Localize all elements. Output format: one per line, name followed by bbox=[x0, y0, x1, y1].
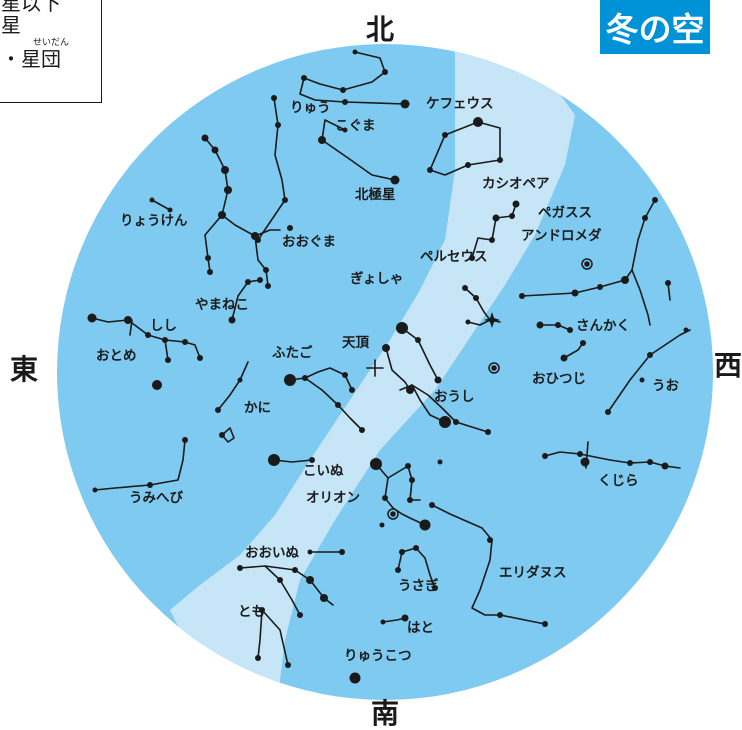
label-peruseusu: ペルセウス bbox=[420, 249, 488, 265]
label-eridanusu: エリダヌス bbox=[499, 565, 567, 581]
label-sankaku: さんかく bbox=[576, 318, 630, 334]
label-umihebi: うみへび bbox=[129, 490, 183, 506]
direction-east: 東 bbox=[10, 353, 39, 386]
legend-line-1: 星以下 bbox=[1, 0, 61, 15]
label-otome: おとめ bbox=[96, 348, 137, 364]
label-koguma: こぐま bbox=[335, 118, 376, 134]
label-koinu: こいぬ bbox=[303, 463, 344, 479]
label-yamaneko: やまねこ bbox=[195, 297, 249, 313]
label-kashiopea: カシオペア bbox=[482, 176, 550, 192]
direction-north: 北 bbox=[366, 13, 395, 46]
label-hato: はと bbox=[407, 620, 434, 636]
label-ryuu: りゅう bbox=[290, 100, 331, 116]
label-orion: オリオン bbox=[306, 490, 360, 506]
label-ryuukotsu: りゅうこつ bbox=[344, 648, 412, 664]
label-andoromeda: アンドロメダ bbox=[521, 228, 602, 244]
label-ohitsuji: おひつじ bbox=[532, 371, 586, 387]
page-title: 冬の空 bbox=[600, 0, 710, 54]
label-kani: かに bbox=[244, 400, 271, 416]
direction-south: 南 bbox=[371, 697, 400, 730]
label-pegasusu: ペガスス bbox=[538, 205, 592, 221]
label-tencho: 天頂 bbox=[342, 335, 369, 351]
label-tomo: とも bbox=[238, 604, 265, 620]
label-kujira: くじら bbox=[598, 473, 639, 489]
label-oguma: おおぐま bbox=[282, 234, 336, 250]
label-ryouken: りょうけん bbox=[120, 213, 188, 229]
legend-line-3: ・星団 bbox=[1, 47, 61, 71]
label-shishi: しし bbox=[150, 318, 177, 334]
label-usagi: うさぎ bbox=[398, 578, 439, 594]
milky-way bbox=[170, 44, 575, 700]
label-futago: ふたご bbox=[272, 345, 313, 361]
legend-ruby: せいだん bbox=[33, 38, 70, 48]
label-uo: うお bbox=[652, 378, 679, 394]
label-hokkyokusei: 北極星 bbox=[355, 187, 396, 203]
label-gyosha: ぎょしゃ bbox=[350, 271, 404, 287]
legend-box: 星以下 星 せいだん ・星団 bbox=[0, 0, 102, 103]
direction-west: 西 bbox=[714, 349, 742, 382]
label-oinu: おおいぬ bbox=[245, 545, 299, 561]
label-oushi: おうし bbox=[434, 389, 475, 405]
legend-line-2: 星 bbox=[1, 13, 21, 37]
label-kefeusu: ケフェウス bbox=[426, 96, 494, 112]
